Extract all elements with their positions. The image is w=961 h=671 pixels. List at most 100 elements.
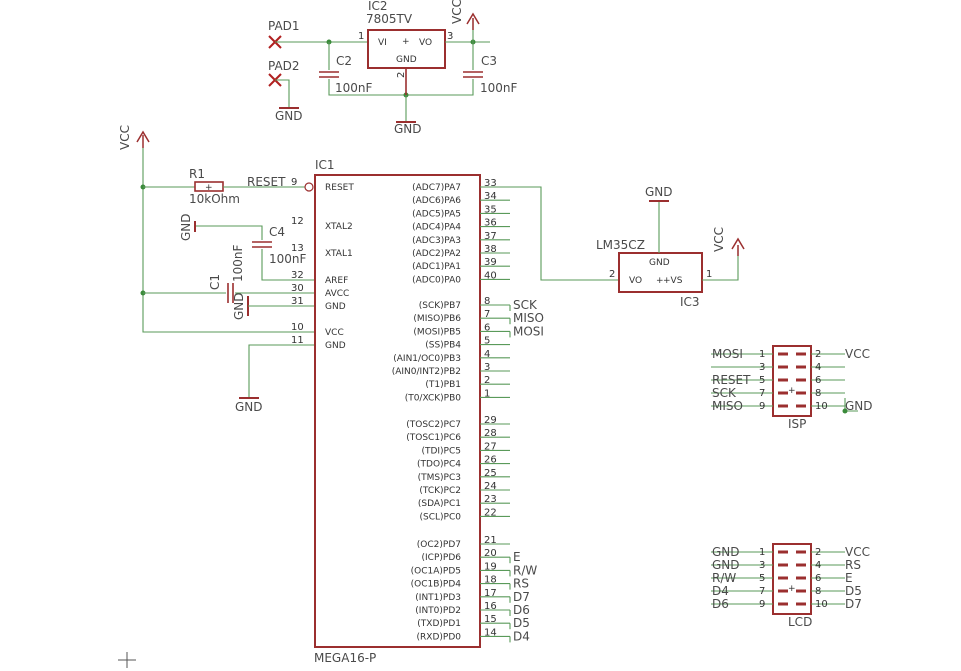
- ic1-pin-number: 31: [291, 296, 304, 307]
- ic1-pin-number: 22: [484, 507, 497, 518]
- isp-pin-num-right: 8: [815, 388, 821, 399]
- r1-value: 10kOhm: [189, 192, 240, 206]
- ic1-pin-number: 7: [484, 309, 490, 320]
- ic1-pin-number: 1: [484, 388, 490, 399]
- ic1-pin-number: 15: [484, 614, 497, 625]
- c1-label: C1: [208, 274, 222, 290]
- ic1-pin-name: (ADC2)PA2: [412, 249, 461, 259]
- svg-text:GND: GND: [649, 258, 670, 268]
- isp-pin-num-right: 2: [815, 349, 821, 360]
- ic1-pin-name: (RXD)PD0: [417, 632, 462, 642]
- ic1-pin-name: (TDO)PC4: [417, 460, 461, 470]
- ic1-pin-name: (SS)PB4: [425, 341, 461, 351]
- ic1-pin-number: 9: [291, 177, 297, 188]
- ic1-pin-name: (TOSC1)PC6: [406, 433, 461, 443]
- isp-header-body: [772, 345, 812, 417]
- ic1-pin-name: (T1)PB1: [425, 380, 461, 390]
- ic1-pin-name: (ADC5)PA5: [412, 209, 461, 219]
- vcc-label-left: VCC: [118, 125, 132, 150]
- pad2-label: PAD2: [268, 59, 300, 73]
- c3-label: C3: [481, 54, 497, 68]
- ic1-pin-name: (ICP)PD6: [422, 553, 462, 563]
- ic1-pin-name: (OC2)PD7: [417, 540, 461, 550]
- ic1-pin-name: (OC1A)PD5: [411, 566, 461, 576]
- ic1-pin-name: XTAL2: [325, 222, 353, 232]
- lcd-pin-num-right: 6: [815, 573, 821, 584]
- isp-pin-num-left: 5: [759, 375, 765, 386]
- ic1-pin-name: AREF: [325, 276, 348, 286]
- ic1-pin-name: XTAL1: [325, 249, 353, 259]
- pad1-label: PAD1: [268, 19, 300, 33]
- ic1-pin-number: 28: [484, 428, 497, 439]
- ic3-sensor: GND VO + +VS 2 1: [609, 252, 712, 293]
- lcd-pin-num-left: 5: [759, 573, 765, 584]
- c4-value: 100nF: [269, 252, 307, 266]
- lcd-signal-right: VCC: [845, 545, 870, 559]
- isp-pin-num-right: 4: [815, 362, 821, 373]
- lcd-pin-num-left: 1: [759, 547, 765, 558]
- c1-capacitor: [227, 283, 234, 303]
- svg-text:+: +: [205, 183, 213, 193]
- ic1-pin-number: 39: [484, 257, 497, 268]
- svg-text:VO: VO: [419, 38, 432, 48]
- lcd-center-mark: +: [788, 584, 796, 594]
- ic1-pin-name: (ADC6)PA6: [412, 196, 461, 206]
- lcd-signal-left: R/W: [712, 571, 736, 585]
- ic1-pin-number: 13: [291, 243, 304, 254]
- ic1-pin-number: 23: [484, 494, 497, 505]
- svg-text:+VS: +VS: [663, 276, 683, 286]
- ic1-pin-name: AVCC: [325, 289, 349, 299]
- pad1: PAD1: [268, 19, 300, 49]
- ic1-pin-number: 5: [484, 336, 490, 347]
- ic1-pin-number: 36: [484, 218, 497, 229]
- ic1-pin-number: 30: [291, 283, 304, 294]
- isp-name: ISP: [788, 417, 806, 431]
- svg-text:VO: VO: [629, 276, 642, 286]
- gnd-label-ic2: GND: [394, 122, 422, 136]
- vcc-label-ic2: VCC: [450, 0, 464, 24]
- isp-signal-right: GND: [845, 399, 873, 413]
- isp-pin-num-left: 3: [759, 362, 765, 373]
- lcd-pin-num-left: 9: [759, 599, 765, 610]
- isp-pin-num-left: 1: [759, 349, 765, 360]
- gnd-label-ic3: GND: [645, 185, 673, 199]
- lcd-pin-num-right: 10: [815, 599, 828, 610]
- ic1-net-label: D6: [513, 603, 530, 617]
- ic1-pin-number: 40: [484, 270, 497, 281]
- lcd-signal-right: D7: [845, 597, 862, 611]
- ic1-pin-name: (ADC1)PA1: [412, 262, 461, 272]
- isp-signal-left: SCK: [712, 386, 737, 400]
- isp-pin-num-right: 6: [815, 375, 821, 386]
- lcd-signal-right: E: [845, 571, 853, 585]
- ic2-value: 7805TV: [366, 12, 413, 26]
- ic1-pin-number: 14: [484, 627, 497, 638]
- ic1-pin-name: (SCL)PC0: [420, 512, 462, 522]
- lcd-signal-right: RS: [845, 558, 861, 572]
- ic1-pin-number: 12: [291, 216, 304, 227]
- ic3-value: LM35CZ: [596, 238, 645, 252]
- ic1-net-label: MOSI: [513, 324, 544, 338]
- ic1-microcontroller: [314, 174, 481, 648]
- lcd-signal-left: D4: [712, 584, 729, 598]
- ic1-net-label: D5: [513, 616, 530, 630]
- ic1-pin-number: 35: [484, 204, 497, 215]
- ic1-pin-number: 2: [484, 375, 490, 386]
- lcd-header-body: [772, 543, 812, 615]
- ic1-net-label: R/W: [513, 563, 537, 577]
- c2-label: C2: [336, 54, 352, 68]
- lcd-signal-left: D6: [712, 597, 729, 611]
- ic1-pin-number: 8: [484, 296, 490, 307]
- vcc-arrow-ic3: [731, 237, 745, 256]
- gnd-label-c4: GND: [179, 213, 193, 241]
- origin-cross: [118, 652, 136, 668]
- ic1-pin-number: 19: [484, 561, 497, 572]
- ic1-pin-number: 6: [484, 322, 490, 333]
- ic1-pin-name: (INT1)PD3: [415, 593, 461, 603]
- svg-text:2: 2: [396, 72, 407, 78]
- ic1-pin-name: GND: [325, 341, 346, 351]
- ic1-pin-name: (AIN1/OC0)PB3: [393, 354, 461, 364]
- ic1-pin-number: 33: [484, 178, 497, 189]
